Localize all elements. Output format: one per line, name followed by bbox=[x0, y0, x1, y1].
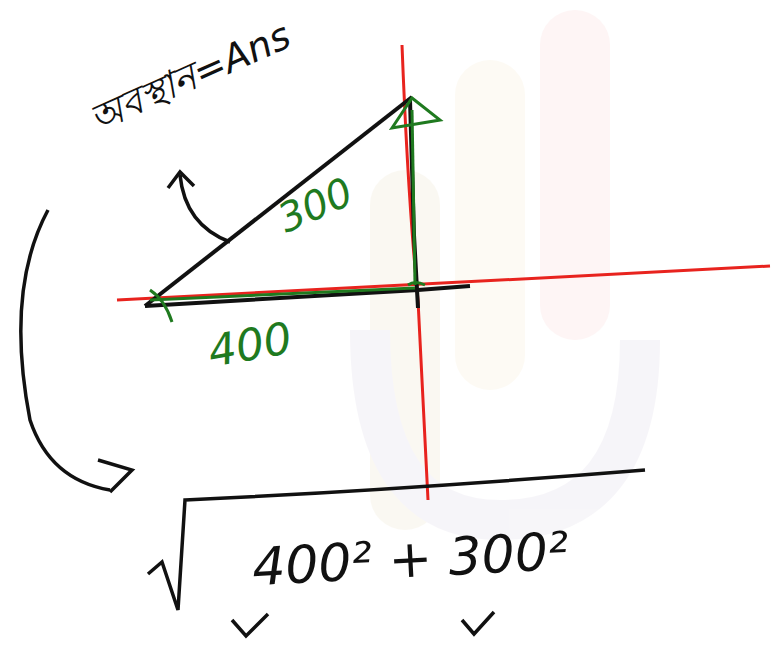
base-line bbox=[145, 286, 470, 306]
green-mark bbox=[412, 110, 415, 285]
watermark bbox=[370, 10, 640, 530]
angle-mark bbox=[150, 290, 172, 322]
hypotenuse bbox=[145, 97, 412, 306]
x-axis bbox=[117, 266, 770, 300]
check-mark bbox=[232, 614, 268, 636]
angle-mark bbox=[408, 283, 425, 286]
check-mark bbox=[462, 612, 494, 634]
angle-mark bbox=[392, 98, 440, 128]
curved-arrow bbox=[21, 210, 110, 490]
dimension-label: 300 bbox=[271, 169, 359, 240]
curved-arrow bbox=[180, 175, 230, 242]
arrow-head bbox=[168, 172, 194, 188]
dimension-label: 400 bbox=[204, 314, 295, 376]
y-axis bbox=[402, 45, 428, 500]
green-mark bbox=[150, 288, 415, 300]
arrow-head bbox=[98, 460, 132, 492]
formula-text: 400² + 300² bbox=[250, 523, 569, 597]
heading-note: অবস্থান=Ans bbox=[83, 15, 296, 141]
radical-sign bbox=[148, 470, 645, 610]
height-line bbox=[410, 100, 418, 308]
